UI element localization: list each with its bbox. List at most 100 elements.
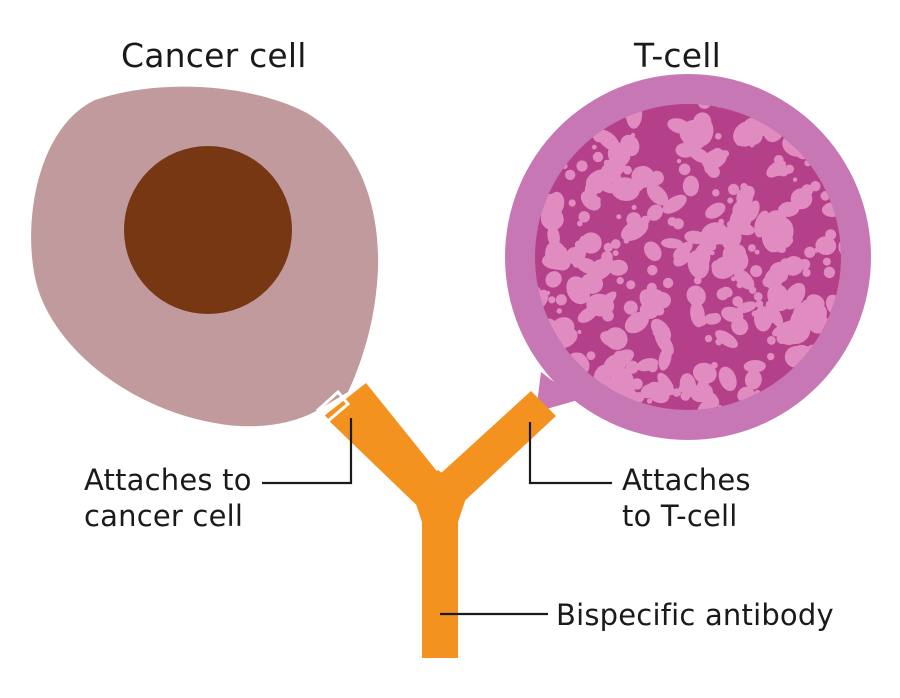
tcell-granule	[769, 240, 781, 253]
tcell-granule	[672, 388, 681, 397]
attaches-cancer-label: Attaches to cancer cell	[84, 462, 252, 534]
tcell-granule	[765, 301, 784, 328]
tcell-granule	[773, 154, 784, 165]
tcell-granule	[693, 276, 702, 285]
tcell-granule	[607, 139, 619, 152]
tcell-granule	[703, 126, 710, 133]
tcell-granule	[673, 250, 691, 267]
tcell-granule	[548, 296, 556, 304]
tcell-granule	[792, 177, 798, 182]
tcell-granule	[624, 311, 649, 334]
tcell-granule	[699, 389, 720, 408]
tcell-granule	[710, 250, 715, 256]
tcell-granule	[731, 249, 737, 255]
tcell-granule	[608, 259, 628, 276]
tcell-granule	[616, 276, 624, 285]
leader-line-tcell	[528, 422, 612, 485]
tcell-granule	[686, 285, 706, 306]
tcell-granule	[684, 230, 707, 245]
tcell-granule	[707, 364, 712, 370]
tcell-granule	[631, 165, 655, 188]
tcell-granule	[783, 282, 806, 310]
tcell-granule	[718, 218, 725, 225]
tcell-granule	[736, 301, 757, 314]
tcell-granule	[667, 118, 691, 134]
tcell-granule	[625, 360, 639, 374]
tcell-granule	[753, 306, 773, 332]
tcell-granule	[578, 211, 590, 223]
tcell-granule	[815, 236, 837, 256]
tcell-granule	[823, 266, 836, 279]
antibody-left-tip-outline	[315, 389, 351, 424]
leader-lines	[262, 418, 612, 616]
tcell-granule	[661, 238, 683, 249]
tcell-granule	[631, 204, 637, 210]
tcell-granule	[576, 220, 583, 227]
tcell-granule	[601, 251, 613, 263]
tcell-granule	[667, 217, 677, 226]
tcell-granule	[676, 158, 682, 164]
attaches-cancer-line-2: cancer cell	[84, 499, 244, 533]
tcell-granule	[822, 257, 831, 266]
tcell-granule	[650, 318, 672, 342]
tcell-granule	[802, 268, 811, 277]
tcell-title: T-cell	[634, 36, 722, 75]
tcell-granule	[762, 276, 774, 288]
tcell-granule	[603, 242, 613, 253]
antibody-left-arm	[324, 383, 448, 520]
tcell-granule	[712, 189, 720, 197]
tcell-granule	[767, 352, 775, 361]
tcell-granule	[704, 334, 713, 343]
leader-line-cancer	[262, 418, 353, 485]
tcell-granule	[592, 151, 604, 163]
antibody-label: Bispecific antibody	[556, 598, 834, 632]
tcell-granule	[783, 166, 792, 174]
tcell-granule	[744, 369, 762, 390]
tcell-granule	[743, 359, 766, 373]
bispecific-antibody	[315, 383, 556, 658]
tcell-granule	[657, 372, 675, 396]
tcell-granule	[623, 238, 630, 244]
tcell-granule	[783, 256, 804, 276]
tcell-granule	[679, 373, 697, 398]
tcell-granule	[748, 244, 756, 252]
tcell-granule	[646, 398, 653, 404]
tcell-granule	[647, 204, 663, 221]
tcell-granule	[734, 269, 755, 290]
tcell-granule	[568, 199, 576, 207]
attaches-tcell-line-2: to T-cell	[622, 499, 738, 533]
tcell-granule	[721, 228, 742, 250]
tcell-granule	[647, 362, 658, 373]
cancer-cell-nucleus	[124, 146, 292, 314]
tcell-granule	[691, 248, 711, 270]
tcell-granule	[776, 229, 784, 237]
tcell-granule	[807, 304, 827, 327]
tcell-granule	[825, 229, 837, 241]
tcell-granule	[576, 160, 588, 172]
tcell-granule	[678, 163, 691, 176]
attaches-tcell-label: Attaches to T-cell	[622, 462, 751, 534]
tcell-receptor-stub	[536, 372, 578, 412]
tcell-granule	[611, 367, 635, 397]
tcell-granule	[662, 194, 687, 214]
tcell-granule	[710, 312, 722, 324]
tcell-granule	[620, 134, 640, 157]
tcell-granule	[755, 300, 764, 308]
tcell-granule	[733, 120, 761, 147]
tcell-granule	[801, 327, 810, 336]
tcell-granule	[600, 330, 626, 349]
tcell-granule	[640, 384, 656, 399]
tcell-granule	[547, 225, 560, 248]
tcell-granule	[555, 294, 567, 306]
tcell-granule	[640, 215, 650, 225]
tcell-granule	[658, 346, 672, 371]
tcell-granule	[577, 330, 582, 334]
tcell-granule	[577, 306, 598, 323]
tcell-granule	[595, 197, 601, 203]
tcell-granule	[602, 159, 622, 183]
tcell-granule	[727, 197, 734, 204]
tcell-granule	[702, 149, 727, 170]
tcell-granule	[754, 249, 760, 255]
tcell-granule	[697, 104, 712, 109]
